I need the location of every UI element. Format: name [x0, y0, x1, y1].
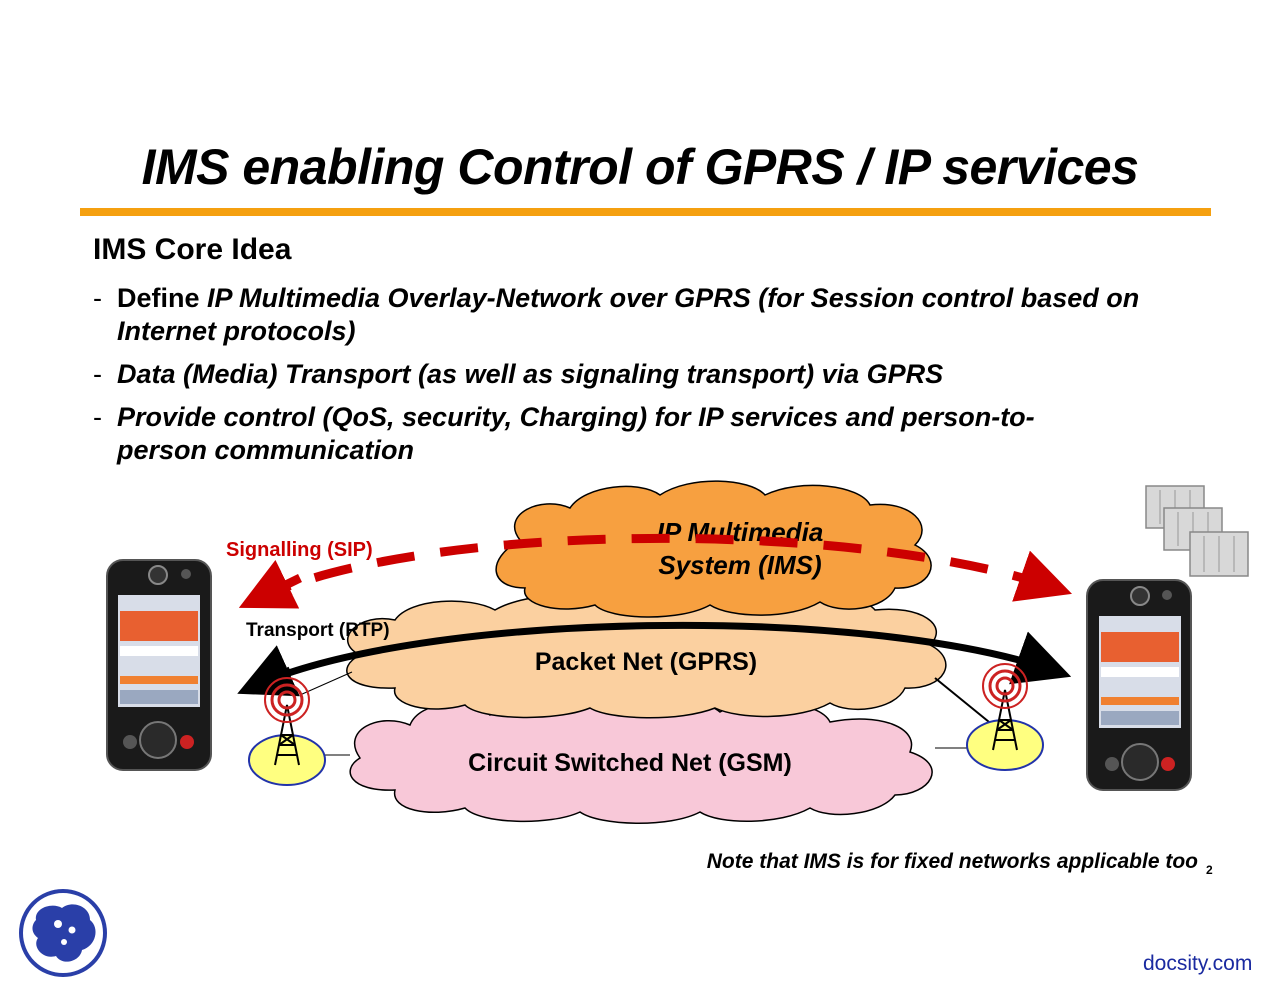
bullet-text: Data (Media) Transport (as well as signa… [117, 359, 944, 389]
slide-title: IMS enabling Control of GPRS / IP servic… [141, 139, 1139, 195]
ims-label-line1: IP Multimedia [657, 517, 824, 547]
network-diagram: IP Multimedia System (IMS) Packet Net (G… [106, 480, 1249, 824]
bullet-text: Provide control (QoS, security, Charging… [117, 402, 1035, 465]
title-underline [80, 208, 1211, 216]
transport-label: Transport (RTP) [246, 620, 390, 641]
transport-arrowhead-left [237, 645, 300, 697]
signalling-arrow [253, 533, 1073, 605]
base-station-right-icon [966, 663, 1044, 771]
logo-icon [19, 889, 107, 977]
bullet-prefix: Define [117, 283, 208, 313]
ims-label-line2: System (IMS) [658, 550, 821, 580]
base-station-left-icon [248, 677, 326, 786]
packet-net-cloud [346, 592, 947, 719]
bullet-dash: - [93, 359, 102, 389]
packet-net-label: Packet Net (GPRS) [535, 648, 757, 676]
bullet-item: - Define IP Multimedia Overlay-Network o… [93, 282, 1193, 348]
mobile-phone-right-icon [1086, 579, 1192, 791]
server-rack-icon [1145, 485, 1249, 577]
ims-cloud [495, 480, 932, 618]
circuit-net-label: Circuit Switched Net (GSM) [468, 749, 792, 777]
page-number: 2 [1206, 863, 1213, 877]
bullet-dash: - [93, 283, 102, 313]
mobile-phone-left-icon [106, 559, 212, 771]
footnote: Note that IMS is for fixed networks appl… [706, 850, 1198, 873]
section-heading: IMS Core Idea [93, 233, 292, 266]
signalling-label: Signalling (SIP) [226, 539, 373, 561]
bullet-item: - Provide control (QoS, security, Chargi… [93, 401, 1113, 467]
footer-link[interactable]: docsity.com [1143, 952, 1253, 975]
bullet-text: IP Multimedia Overlay-Network over GPRS … [117, 283, 1140, 346]
transport-arrow [248, 621, 1072, 692]
link-line [299, 671, 353, 696]
signalling-arrowhead-left [238, 559, 302, 609]
bullet-item: - Data (Media) Transport (as well as sig… [93, 358, 1193, 391]
bullet-dash: - [93, 402, 102, 432]
